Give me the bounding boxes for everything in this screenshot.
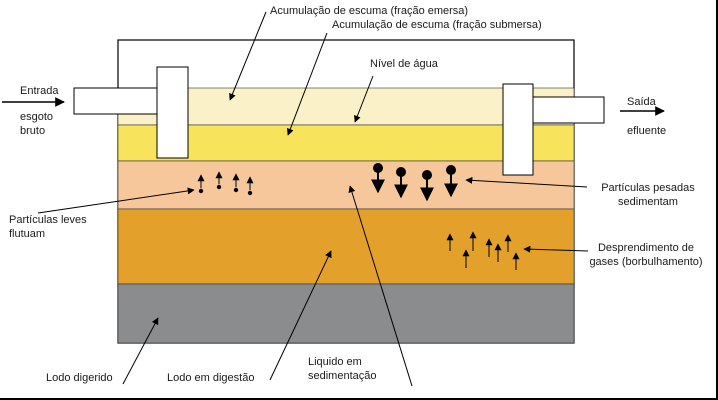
label-inlet: Entrada <box>20 85 59 97</box>
layer-scum-emersed <box>117 87 575 126</box>
label-digesting-sludge: Lodo em digestão <box>167 372 255 384</box>
label-scum-submersed: Acumulação de escuma (fração submersa) <box>332 19 542 31</box>
leader-heavy-particles <box>465 176 588 188</box>
leader-scum-submersed <box>286 32 328 136</box>
label-gas-release: Desprendimento de gases (borbulhamento) <box>589 242 703 268</box>
gas-bubbles <box>446 231 520 270</box>
label-settling-liquid: Liquido em sedimentação <box>308 356 377 382</box>
layer-scum-submersed <box>117 124 575 162</box>
label-water-level: Nível de água <box>370 58 438 70</box>
frame-bottom-edge <box>0 398 718 400</box>
layer-digested-sludge <box>117 283 575 344</box>
light-particles <box>197 171 254 196</box>
heavy-particles <box>371 163 458 202</box>
label-digested-sludge: Lodo digerido <box>46 372 113 384</box>
label-light-particles: Partículas leves flutuam <box>9 214 87 240</box>
label-scum-emersed: Acumulação de escuma (fração emersa) <box>270 5 469 17</box>
leader-settling-liquid <box>348 185 413 387</box>
leader-scum-emersed <box>229 11 267 101</box>
outlet-baffle <box>502 83 534 176</box>
leader-gas <box>523 245 589 253</box>
label-heavy-particles: Partículas pesadas sedimentam <box>601 182 695 208</box>
frame-right-edge <box>716 0 718 400</box>
leader-digested-sludge <box>122 317 159 385</box>
label-raw-sewage: esgoto bruto <box>20 111 54 137</box>
label-outlet: Saída <box>627 96 656 108</box>
leader-light-particles <box>37 187 195 214</box>
layer-settling-liquid <box>117 160 575 210</box>
label-effluent: efluente <box>627 125 667 137</box>
layer-digesting-sludge <box>117 208 575 285</box>
inlet-baffle <box>156 66 189 159</box>
leader-water-level <box>354 75 374 123</box>
leader-digesting-sludge <box>269 250 332 381</box>
